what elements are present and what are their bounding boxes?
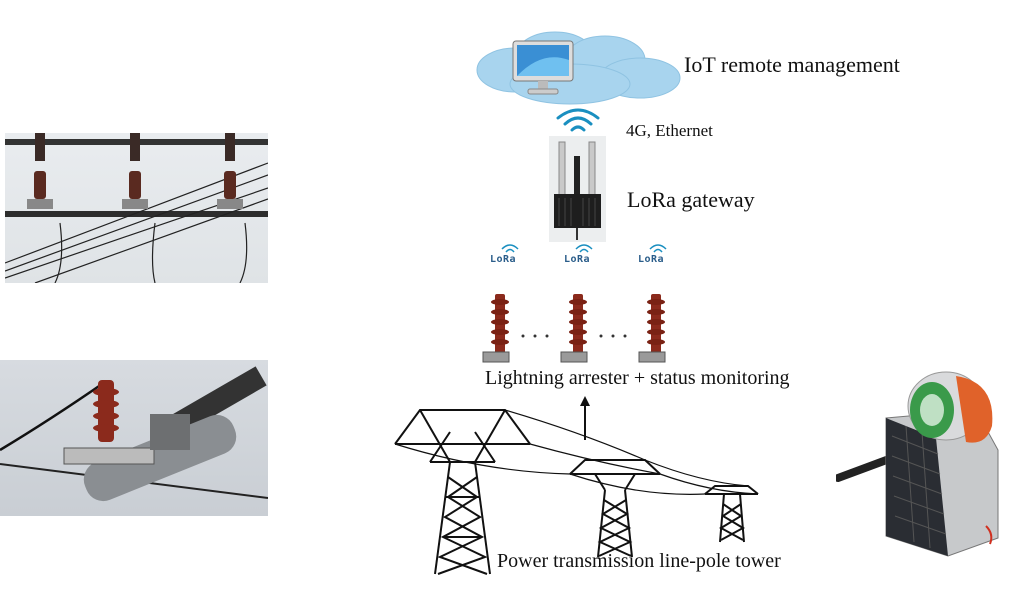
cloud-icon bbox=[475, 28, 690, 108]
lora-label-2: LoRa bbox=[564, 254, 591, 265]
wireless-icon bbox=[553, 104, 603, 134]
network-label: 4G, Ethernet bbox=[626, 121, 713, 140]
monitor-icon bbox=[512, 40, 574, 96]
cloud-label: IoT remote management bbox=[684, 52, 900, 77]
photo-overhead-arresters bbox=[5, 133, 268, 283]
arrester-row bbox=[475, 290, 695, 368]
gateway-device bbox=[549, 136, 606, 242]
monitoring-device-photo bbox=[836, 366, 1004, 562]
lora-label-1: LoRa bbox=[490, 254, 517, 265]
gateway-label: LoRa gateway bbox=[627, 187, 755, 212]
lora-badge-3: LoRa bbox=[636, 241, 680, 271]
tower-label: Power transmission line-pole tower bbox=[497, 550, 781, 572]
transmission-towers bbox=[390, 402, 770, 577]
arrester-label: Lightning arrester + status monitoring bbox=[485, 367, 790, 389]
lora-badge-2: LoRa bbox=[562, 241, 606, 271]
up-arrow-icon bbox=[578, 396, 592, 440]
photo-arrester-closeup bbox=[0, 360, 268, 516]
lora-badge-1: LoRa bbox=[488, 241, 532, 271]
lora-label-3: LoRa bbox=[638, 254, 665, 265]
